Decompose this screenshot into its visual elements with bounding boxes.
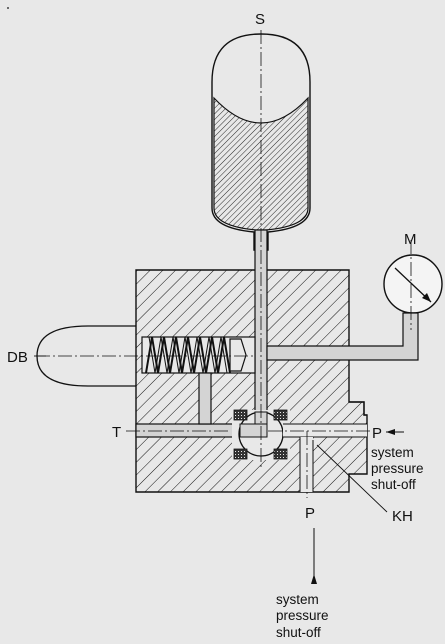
seal-lower-right bbox=[273, 448, 288, 460]
channel-relief-drain bbox=[198, 372, 212, 425]
center-lines bbox=[36, 30, 412, 498]
note-right-line-2: pressure bbox=[371, 461, 424, 476]
label-s: S bbox=[255, 11, 265, 28]
label-db: DB bbox=[7, 349, 28, 366]
label-m: M bbox=[404, 231, 417, 248]
port-p-bottom-bore bbox=[300, 437, 313, 492]
relief-valve-spring bbox=[145, 336, 247, 374]
note-bottom-line-3: shut-off bbox=[276, 625, 321, 640]
note-bottom-line-2: pressure bbox=[276, 608, 329, 623]
label-t: T bbox=[112, 424, 121, 441]
relief-valve-poppet bbox=[229, 338, 247, 372]
note-right-line-1: system bbox=[371, 445, 414, 460]
arrow-right-inflow bbox=[386, 429, 404, 435]
seal-lower-left bbox=[233, 448, 248, 460]
valve-block-step bbox=[349, 401, 367, 416]
label-p-bottom: P bbox=[305, 505, 315, 522]
corner-mark bbox=[7, 7, 9, 9]
arrow-bottom-inflow bbox=[311, 528, 317, 584]
label-kh: KH bbox=[392, 508, 413, 525]
note-bottom-line-1: system bbox=[276, 592, 319, 607]
port-p-right-bore bbox=[283, 424, 367, 437]
label-p-right: P bbox=[372, 425, 382, 442]
spring-coil bbox=[145, 336, 231, 374]
note-right-line-3: shut-off bbox=[371, 477, 416, 492]
gauge-needle-tip bbox=[422, 293, 431, 302]
ball-valve-bore-horizontal bbox=[239, 423, 268, 438]
seal-upper-right bbox=[273, 409, 288, 421]
seal-upper-left bbox=[233, 409, 248, 421]
spring-coil-back bbox=[148, 336, 228, 374]
gauge-dial bbox=[383, 254, 443, 314]
channel-to-gauge bbox=[266, 312, 419, 361]
pressure-ports bbox=[283, 423, 367, 492]
leader-kh bbox=[316, 444, 388, 513]
pressure-gauge bbox=[383, 254, 443, 314]
